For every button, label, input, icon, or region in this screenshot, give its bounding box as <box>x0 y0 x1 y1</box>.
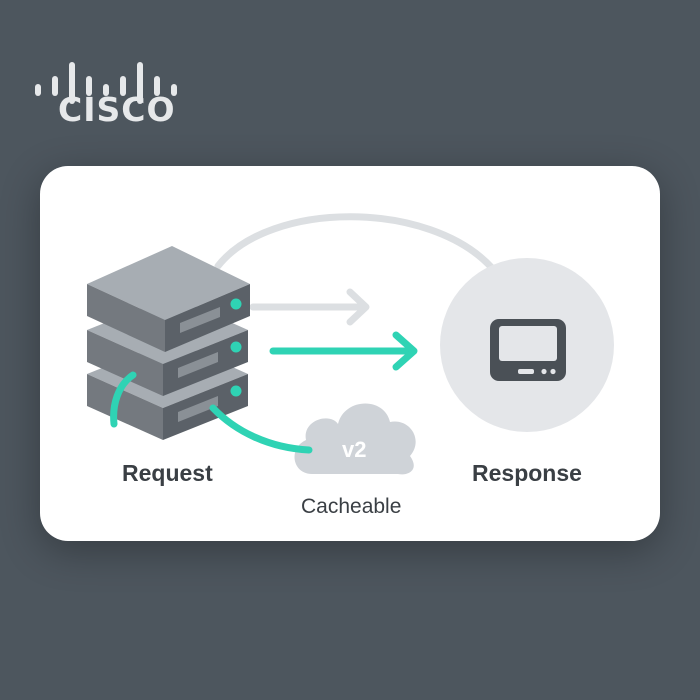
teal-arrow <box>269 331 418 371</box>
cable-left <box>110 371 137 428</box>
server-stack-icon <box>87 246 250 440</box>
cloud-icon <box>294 403 416 475</box>
grey-arrow <box>249 288 370 326</box>
return-arc <box>214 213 496 272</box>
cacheable-label: Cacheable <box>301 495 402 518</box>
request-label: Request <box>122 460 213 486</box>
cable-to-cloud <box>209 404 313 454</box>
response-label: Response <box>472 460 582 486</box>
brand-wordmark: CISCO <box>58 90 176 129</box>
cache-version-label: v2 <box>342 437 367 462</box>
cisco-bars-icon <box>35 62 177 104</box>
monitor-device-icon <box>490 319 566 381</box>
